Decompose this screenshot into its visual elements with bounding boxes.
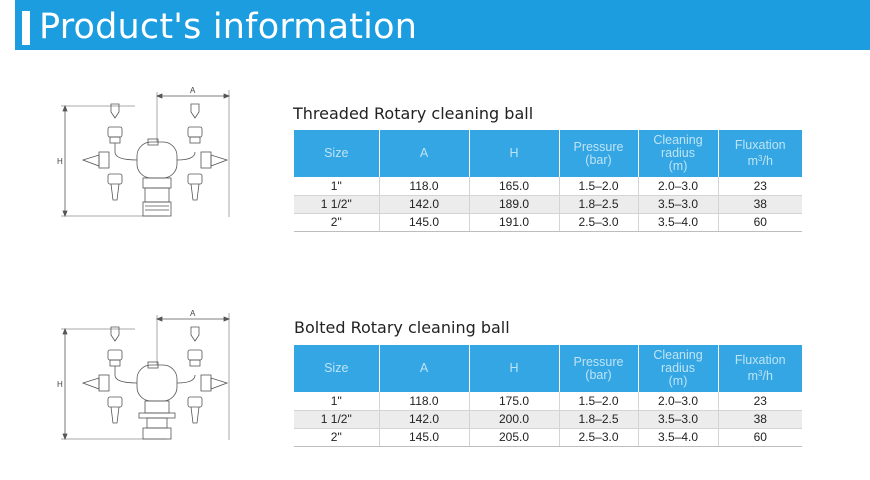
cell-a: 142.0 [379, 410, 470, 429]
dim-h-label: H [57, 157, 63, 166]
bolted-spec-table: Size A H Pressure (bar) Cleaning radius … [294, 345, 802, 447]
cell-h: 189.0 [469, 195, 560, 214]
cell-size: 2" [294, 213, 380, 232]
table-row: 1 1/2" 142.0 200.0 1.8–2.5 3.5–3.0 38 [294, 410, 802, 429]
cell-size: 1" [294, 392, 380, 411]
cell-size: 2" [294, 428, 380, 447]
cell-radius: 2.0–3.0 [638, 177, 719, 196]
bolted-section-title: Bolted Rotary cleaning ball [294, 318, 510, 337]
table-row: 2" 145.0 205.0 2.5–3.0 3.5–4.0 60 [294, 428, 802, 447]
col-a: A [379, 345, 470, 392]
col-cleaning-radius: Cleaning radius (m) [638, 130, 719, 177]
col-a: A [379, 130, 470, 177]
cell-radius: 3.5–3.0 [638, 410, 719, 429]
dim-a-label: A [190, 86, 196, 95]
cell-flux: 38 [718, 195, 802, 214]
dim-a-label: A [190, 309, 196, 318]
cell-flux: 60 [718, 428, 802, 447]
threaded-cleaning-ball-drawing-icon: A H [55, 82, 245, 227]
table-row: 1" 118.0 165.0 1.5–2.0 2.0–3.0 23 [294, 177, 802, 196]
cell-pressure: 2.5–3.0 [559, 213, 639, 232]
table-row: 2" 145.0 191.0 2.5–3.0 3.5–4.0 60 [294, 213, 802, 232]
cell-a: 142.0 [379, 195, 470, 214]
cell-a: 145.0 [379, 213, 470, 232]
col-cleaning-radius: Cleaning radius (m) [638, 345, 719, 392]
col-pressure: Pressure (bar) [559, 345, 639, 392]
dim-h-label: H [57, 380, 63, 389]
cell-radius: 3.5–4.0 [638, 428, 719, 447]
cell-h: 165.0 [469, 177, 560, 196]
bolted-cleaning-ball-drawing-icon: A H [55, 305, 245, 450]
cell-radius: 3.5–4.0 [638, 213, 719, 232]
col-size: Size [294, 345, 380, 392]
cell-pressure: 1.5–2.0 [559, 392, 639, 411]
col-fluxation: Fluxation m3/h [718, 345, 802, 392]
cell-pressure: 1.5–2.0 [559, 177, 639, 196]
cell-pressure: 1.8–2.5 [559, 410, 639, 429]
cell-a: 145.0 [379, 428, 470, 447]
cell-flux: 60 [718, 213, 802, 232]
cell-flux: 38 [718, 410, 802, 429]
col-fluxation: Fluxation m3/h [718, 130, 802, 177]
cell-h: 191.0 [469, 213, 560, 232]
cell-pressure: 1.8–2.5 [559, 195, 639, 214]
cell-a: 118.0 [379, 177, 470, 196]
cell-size: 1" [294, 177, 380, 196]
cell-radius: 2.0–3.0 [638, 392, 719, 411]
banner-accent-bar [22, 11, 30, 45]
header-banner: Product's information [15, 0, 870, 50]
col-h: H [469, 345, 560, 392]
threaded-section-title: Threaded Rotary cleaning ball [293, 104, 534, 123]
table-header-row: Size A H Pressure (bar) Cleaning radius … [294, 345, 802, 392]
page-title: Product's information [39, 7, 418, 47]
cell-h: 200.0 [469, 410, 560, 429]
table-header-row: Size A H Pressure (bar) Cleaning radius … [294, 130, 802, 177]
cell-size: 1 1/2" [294, 410, 380, 429]
cell-pressure: 2.5–3.0 [559, 428, 639, 447]
table-row: 1" 118.0 175.0 1.5–2.0 2.0–3.0 23 [294, 392, 802, 411]
cell-size: 1 1/2" [294, 195, 380, 214]
col-h: H [469, 130, 560, 177]
col-size: Size [294, 130, 380, 177]
col-pressure: Pressure (bar) [559, 130, 639, 177]
cell-flux: 23 [718, 177, 802, 196]
threaded-spec-table: Size A H Pressure (bar) Cleaning radius … [294, 130, 802, 232]
cell-a: 118.0 [379, 392, 470, 411]
cell-h: 205.0 [469, 428, 560, 447]
table-row: 1 1/2" 142.0 189.0 1.8–2.5 3.5–3.0 38 [294, 195, 802, 214]
cell-radius: 3.5–3.0 [638, 195, 719, 214]
cell-h: 175.0 [469, 392, 560, 411]
cell-flux: 23 [718, 392, 802, 411]
